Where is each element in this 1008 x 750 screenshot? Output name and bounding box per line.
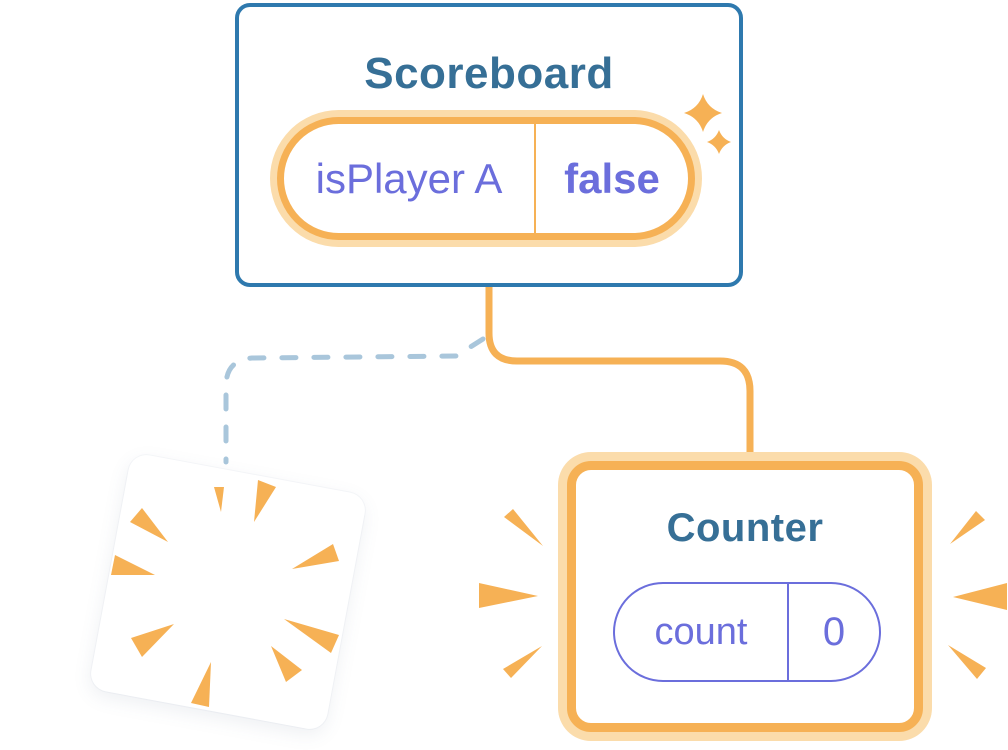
counter-state-pill: count 0 (613, 582, 881, 682)
counter-state-key: count (654, 610, 748, 653)
scoreboard-state-key: isPlayer A (315, 154, 503, 202)
scoreboard-state-pill: isPlayer A false (277, 117, 695, 240)
pill-divider (534, 124, 536, 233)
connector-solid-to-counter (485, 278, 754, 472)
destroyed-component-card (88, 452, 368, 732)
counter-card: Counter count 0 (567, 461, 923, 732)
counter-state-value: 0 (822, 609, 846, 654)
scoreboard-title: Scoreboard (364, 49, 614, 98)
scoreboard-card: Scoreboard isPlayer A false (235, 3, 743, 287)
connector-dashed-to-destroyed (223, 336, 486, 465)
counter-title: Counter (666, 506, 824, 550)
scoreboard-state-value: false (564, 154, 660, 202)
pill-divider (787, 584, 789, 680)
